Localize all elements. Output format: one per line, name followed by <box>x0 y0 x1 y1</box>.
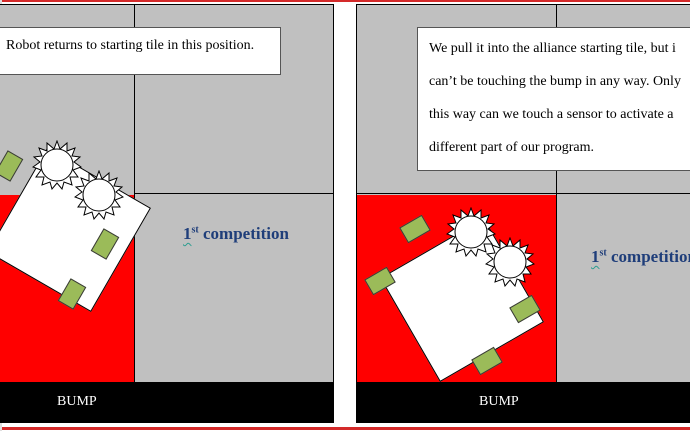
competition-suffix: st <box>191 224 199 236</box>
competition-label: 1st competition <box>183 224 289 244</box>
frame-bottom-line <box>0 427 690 430</box>
tile-divider-horizontal <box>134 193 333 194</box>
sun-sensor-icon <box>446 207 496 257</box>
right-field-panel: We pull it into the alliance starting ti… <box>356 4 690 423</box>
sun-sensor-icon <box>32 140 82 190</box>
explanation-line: We pull it into the alliance starting ti… <box>429 41 676 56</box>
frame-top-line <box>0 0 690 2</box>
tile-divider-horizontal <box>357 193 690 194</box>
bump-label: BUMP <box>479 394 519 409</box>
explanation-line: this way can we touch a sensor to activa… <box>429 107 674 122</box>
sun-sensor-icon <box>74 170 124 220</box>
bump-barrier: BUMP <box>0 382 333 422</box>
explanation-line: different part of our program. <box>429 140 594 155</box>
sun-sensor-icon <box>485 237 535 287</box>
left-field-panel: Robot returns to starting tile in this p… <box>0 4 334 423</box>
wheel <box>0 150 24 182</box>
tile-divider-vertical <box>134 5 135 385</box>
competition-suffix: st <box>599 247 607 259</box>
bump-barrier: BUMP <box>357 382 690 422</box>
competition-word: competition <box>202 224 289 243</box>
position-note-text: Robot returns to starting tile in this p… <box>6 38 255 53</box>
competition-number: 1 <box>183 224 192 243</box>
bump-label: BUMP <box>57 394 97 409</box>
competition-word: competition <box>610 247 690 266</box>
tile-divider-vertical <box>556 5 557 385</box>
competition-number: 1 <box>591 247 600 266</box>
competition-label: 1st competition <box>591 247 690 267</box>
explanation-note: We pull it into the alliance starting ti… <box>417 27 690 171</box>
position-note: Robot returns to starting tile in this p… <box>0 27 281 75</box>
explanation-line: can’t be touching the bump in any way. O… <box>429 74 681 89</box>
